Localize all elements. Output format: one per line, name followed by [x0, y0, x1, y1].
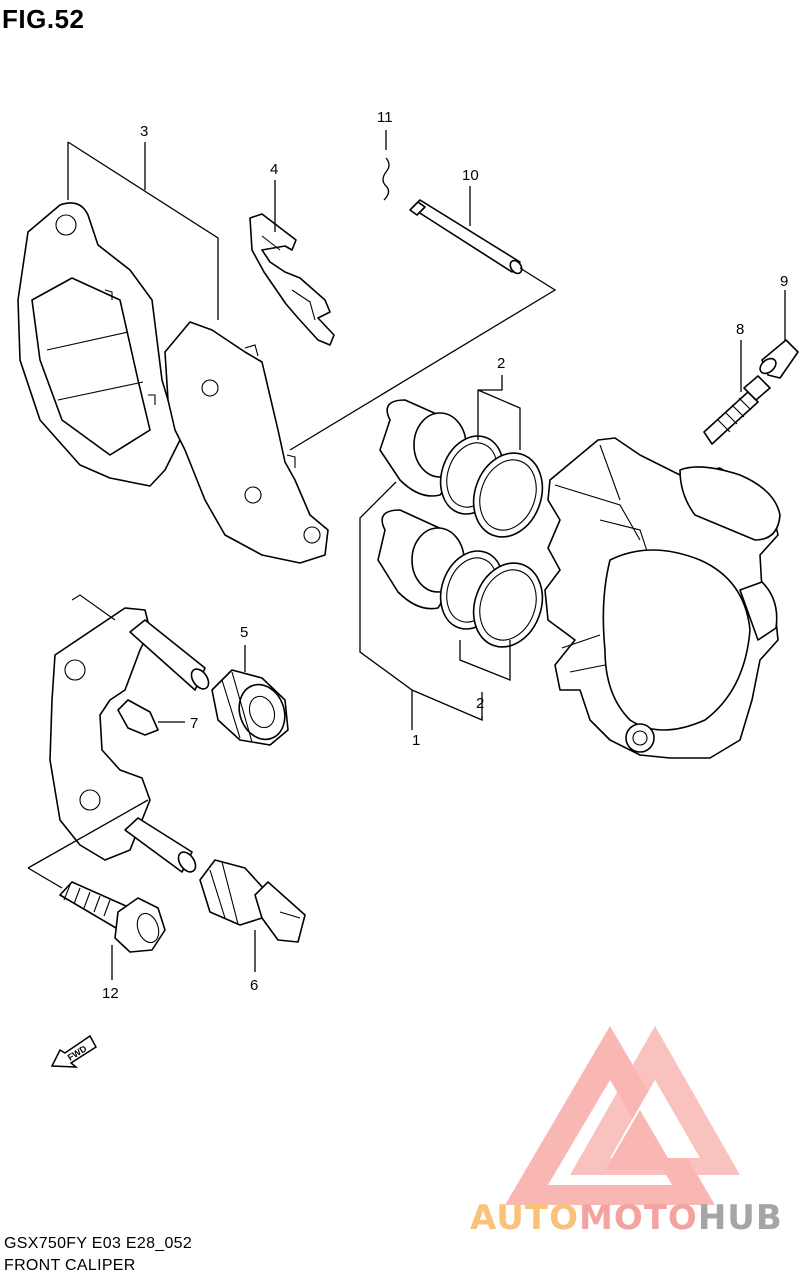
- part-5-boot: [211, 669, 289, 746]
- callout-11: 11: [377, 109, 393, 126]
- part-10-pad-pin: [409, 199, 523, 275]
- callout-6: 6: [250, 977, 258, 994]
- figure-title: FIG.52: [2, 4, 85, 34]
- fwd-arrow: FWD: [50, 1034, 97, 1068]
- callout-numbers: 1 2 2 3 4 5 6 7 8 9 10 11 12: [102, 109, 788, 1002]
- callout-7: 7: [190, 715, 198, 732]
- caliper-body: [544, 437, 781, 759]
- callout-8: 8: [736, 321, 744, 338]
- watermark-wordmark: AUTOMOTOHUB: [470, 1198, 783, 1238]
- callout-1: 1: [412, 732, 420, 749]
- part-12-bolt: [59, 881, 166, 953]
- callout-2-lower: 2: [476, 695, 484, 712]
- part-4-pad-spring: [249, 213, 335, 346]
- part-7-clip: [117, 699, 159, 736]
- part-11-clip: [382, 157, 390, 201]
- watermark-logo: [505, 1026, 740, 1205]
- part-6-slide-pin: [199, 859, 306, 943]
- watermark-hub: HUB: [697, 1198, 783, 1238]
- watermark-auto: AUTO: [470, 1198, 579, 1238]
- callout-3: 3: [140, 123, 148, 140]
- watermark-moto: MOTO: [578, 1198, 698, 1238]
- callout-9: 9: [780, 273, 788, 290]
- part-3-brake-pad: [17, 202, 329, 564]
- model-code: GSX750FY E03 E28_052: [4, 1235, 193, 1252]
- diagram-caption: FRONT CALIPER: [4, 1257, 136, 1274]
- part-8-bleeder-screw: [703, 375, 771, 445]
- callout-12: 12: [102, 985, 119, 1002]
- part-9-bleeder-cap: [759, 339, 799, 379]
- callout-10: 10: [462, 167, 479, 184]
- leader-lines: [27, 130, 786, 980]
- part-2-seals: [439, 435, 544, 648]
- callout-2-upper: 2: [497, 355, 505, 372]
- caliper-bracket: [49, 594, 210, 873]
- callout-5: 5: [240, 624, 248, 641]
- callout-4: 4: [270, 161, 278, 178]
